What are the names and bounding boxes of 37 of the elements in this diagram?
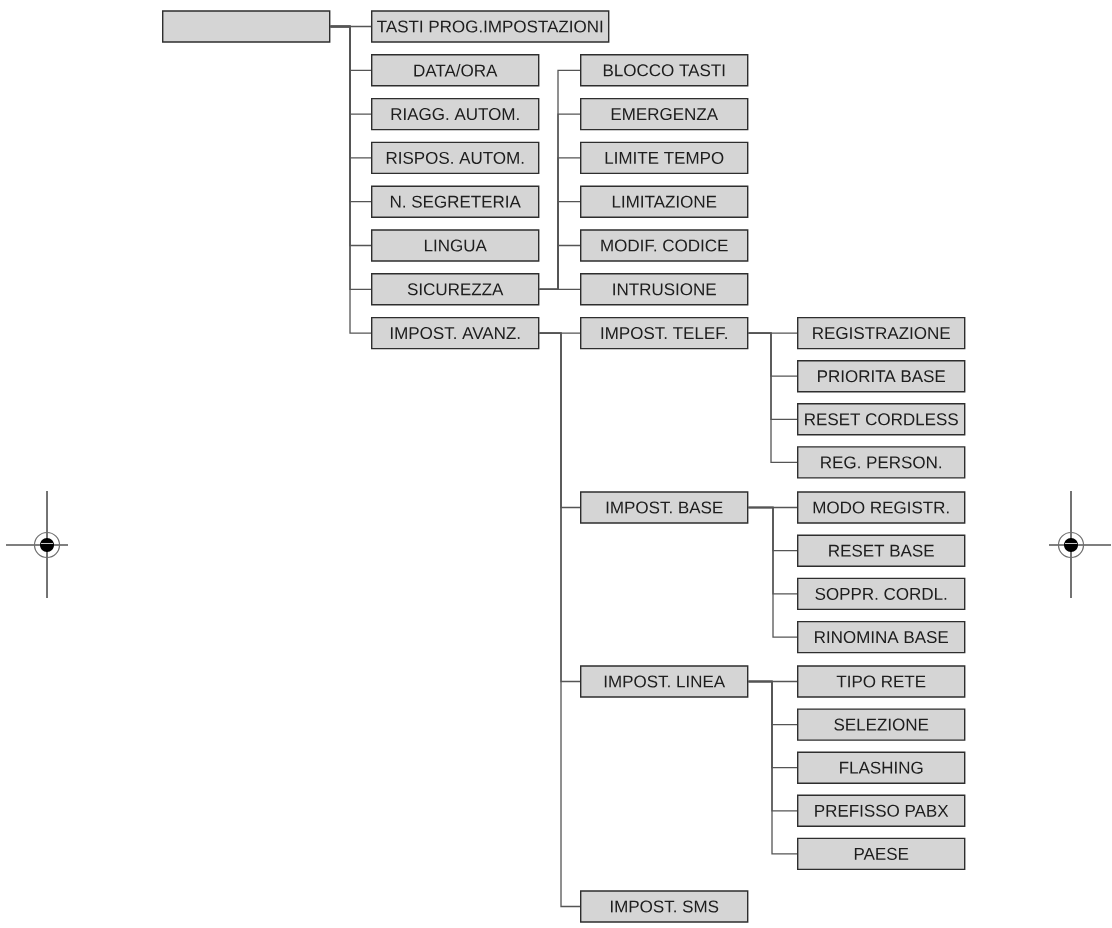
menu-box: RESET CORDLESS [797, 403, 966, 436]
menu-box: IMPOST. LINEA [580, 665, 749, 698]
menu-box: IMPOST. SMS [580, 890, 749, 923]
menu-box: BLOCCO TASTI [580, 54, 749, 87]
menu-box: SICUREZZA [371, 273, 540, 306]
menu-box: N. SEGRETERIA [371, 185, 540, 218]
menu-box: PREFISSO PABX [797, 794, 966, 827]
menu-box: PRIORITA BASE [797, 360, 966, 393]
menu-box: LINGUA [371, 229, 540, 262]
menu-box: INTRUSIONE [580, 273, 749, 306]
menu-box: FLASHING [797, 751, 966, 784]
menu-box: SOPPR. CORDL. [797, 577, 966, 611]
menu-box: REGISTRAZIONE [797, 316, 966, 350]
menu-box: MODIF. CODICE [580, 229, 749, 262]
empty-box [162, 10, 331, 43]
connector-line [747, 506, 798, 638]
menu-box: IMPOST. TELEF. [580, 316, 749, 350]
menu-box: MODO REGISTR. [797, 491, 966, 524]
connector-line [747, 680, 798, 855]
menu-box: TIPO RETE [797, 665, 966, 698]
menu-box: TASTI PROG.IMPOSTAZIONI [371, 10, 610, 43]
menu-box: LIMITAZIONE [580, 185, 749, 218]
connector-line [538, 288, 581, 290]
connector-line [538, 332, 581, 908]
menu-box: RINOMINA BASE [797, 620, 966, 654]
menu-box: RIAGG. AUTOM. [371, 97, 540, 131]
menu-box: RESET BASE [797, 534, 966, 567]
menu-box: IMPOST. AVANZ. [371, 316, 540, 350]
menu-box: IMPOST. BASE [580, 491, 749, 524]
menu-box: SELEZIONE [797, 708, 966, 741]
menu-box: DATA/ORA [371, 54, 540, 87]
menu-box: PAESE [797, 837, 966, 871]
menu-box: REG. PERSON. [797, 446, 966, 479]
menu-box: EMERGENZA [580, 97, 749, 131]
menu-box: RISPOS. AUTOM. [371, 141, 540, 175]
menu-box: LIMITE TEMPO [580, 141, 749, 175]
connector-line [747, 332, 798, 464]
